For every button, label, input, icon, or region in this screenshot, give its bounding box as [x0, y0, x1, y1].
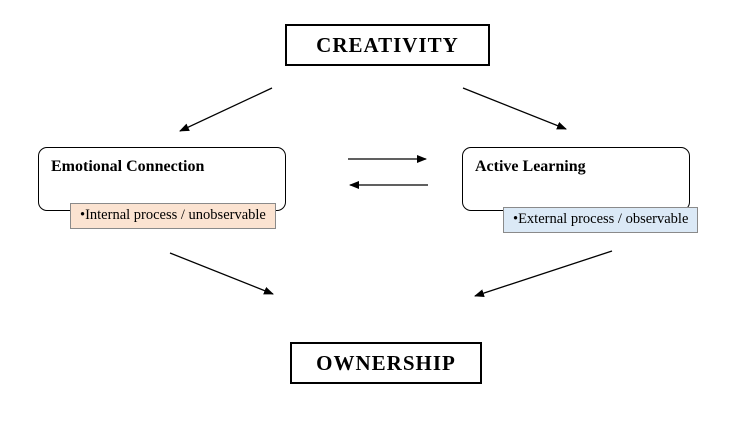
emotional-connection-node: Emotional Connection	[38, 147, 286, 211]
ownership-node: OWNERSHIP	[290, 342, 482, 384]
arrow-active-to-ownership	[474, 250, 613, 297]
arrow-creativity-to-active	[462, 87, 567, 130]
ownership-label: OWNERSHIP	[316, 350, 456, 375]
active-learning-sublabel: •External process / observable	[503, 207, 699, 233]
creativity-label: CREATIVITY	[316, 32, 459, 57]
active-learning-title: Active Learning	[475, 158, 586, 175]
arrow-creativity-to-emotional	[179, 87, 273, 132]
emotional-connection-title: Emotional Connection	[51, 158, 205, 175]
active-learning-node: Active Learning	[462, 147, 690, 211]
arrow-emotional-to-ownership	[169, 252, 274, 295]
creativity-node: CREATIVITY	[285, 24, 490, 66]
emotional-connection-sublabel: •Internal process / unobservable	[70, 203, 276, 229]
